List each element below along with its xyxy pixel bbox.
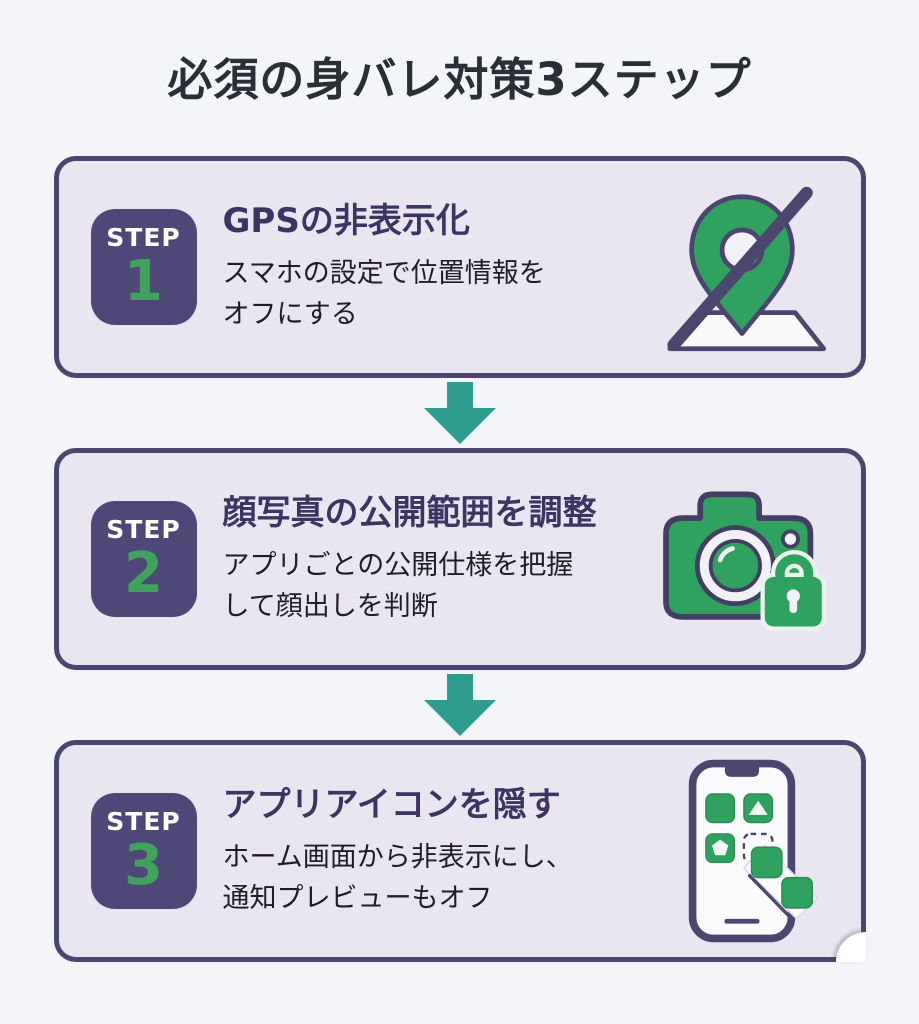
step-1-description: スマホの設定で位置情報を オフにする	[222, 258, 546, 330]
step-2-text: 顔写真の公開範囲を調整 アプリごとの公開仕様を把握 して顔出しを判断	[223, 491, 647, 627]
step-badge-label: STEP	[106, 806, 181, 836]
step-badge-number: 1	[124, 248, 163, 314]
arrow-head	[423, 700, 496, 737]
step-badge-number: 2	[124, 540, 163, 606]
down-arrow-icon	[423, 382, 496, 445]
step-2-heading: 顔写真の公開範囲を調整	[222, 493, 597, 534]
step-card-1: STEP 1 GPSの非表示化 スマホの設定で位置情報を オフにする	[53, 156, 866, 379]
step-badge-number: 3	[124, 832, 163, 898]
arrow-head	[423, 408, 496, 445]
page-title: 必須の身バレ対策3ステップ	[167, 53, 752, 106]
step-2-badge: STEP 2	[90, 501, 197, 618]
step-1-text: GPSの非表示化 スマホの設定で位置情報を オフにする	[223, 199, 647, 335]
camera-with-lock-icon	[647, 464, 837, 654]
step-1-heading: GPSの非表示化	[222, 201, 470, 242]
step-badge-label: STEP	[106, 222, 181, 252]
down-arrow-icon	[423, 674, 496, 737]
arrow-stem	[446, 674, 473, 701]
step-card-2: STEP 2 顔写真の公開範囲を調整 アプリごとの公開仕様を把握 して顔出しを判…	[53, 448, 866, 671]
arrow-stem	[446, 382, 473, 409]
phone-hidden-apps-icon	[647, 756, 837, 946]
page-curl-decoration	[835, 932, 866, 963]
step-badge-label: STEP	[106, 514, 181, 544]
location-pin-disabled-icon	[647, 172, 837, 362]
step-3-heading: アプリアイコンを隠す	[222, 785, 561, 826]
step-3-description: ホーム画面から非表示にし、 通知プレビューもオフ	[222, 842, 573, 914]
step-1-badge: STEP 1	[90, 209, 197, 326]
step-3-text: アプリアイコンを隠す ホーム画面から非表示にし、 通知プレビューもオフ	[223, 783, 647, 919]
step-2-description: アプリごとの公開仕様を把握 して顔出しを判断	[222, 550, 574, 622]
step-card-3: STEP 3 アプリアイコンを隠す ホーム画面から非表示にし、 通知プレビューも…	[53, 740, 866, 963]
step-3-badge: STEP 3	[90, 793, 197, 910]
